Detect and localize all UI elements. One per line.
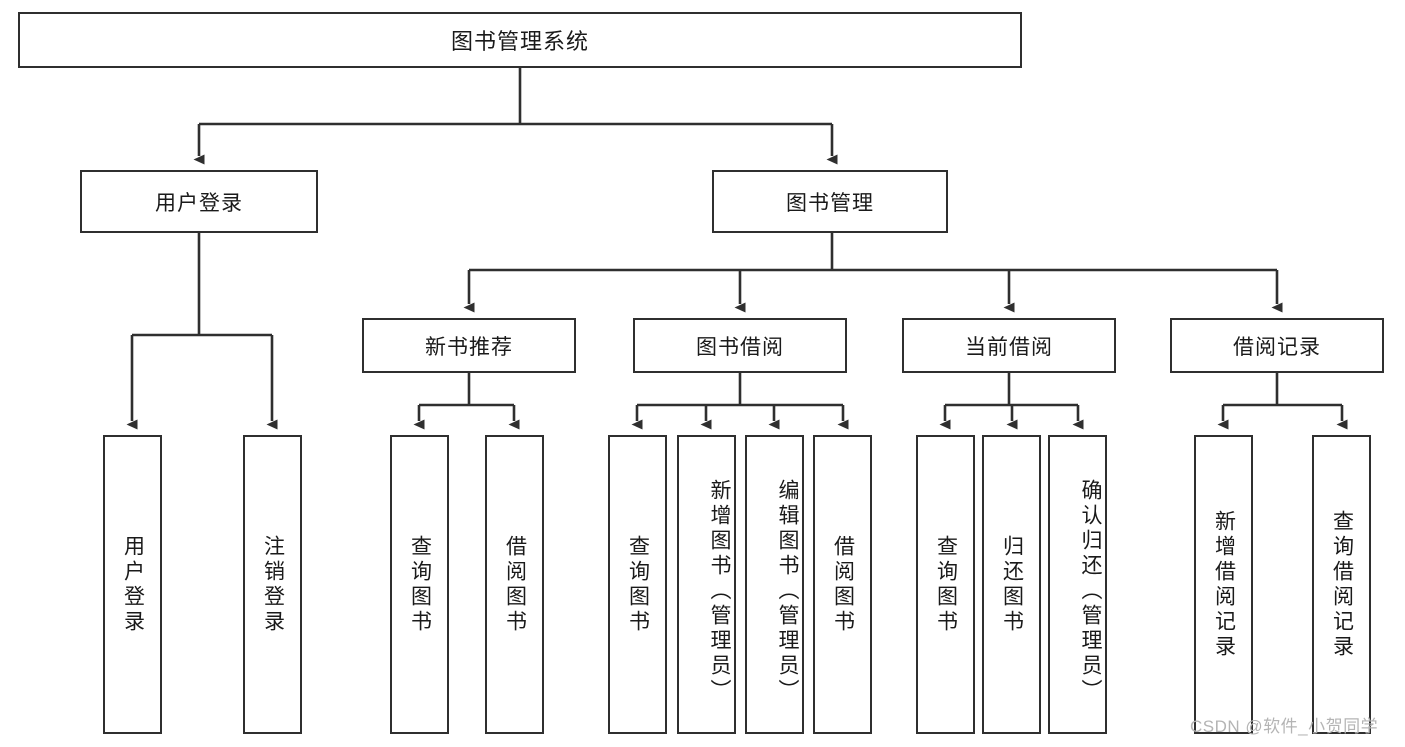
node-new-book-recommend[interactable]: 新书推荐 [362, 318, 576, 373]
node-label: 查询图书 [408, 534, 432, 635]
node-label: 用户登录 [121, 534, 145, 635]
node-label: 图书管理系统 [450, 29, 589, 54]
leaf-user-login-login[interactable]: 用户登录 [103, 435, 162, 734]
leaf-book-borrow-borrow-books[interactable]: 借阅图书 [813, 435, 872, 734]
node-root-book-management-system[interactable]: 图书管理系统 [18, 12, 1022, 68]
leaf-user-login-logout[interactable]: 注销登录 [243, 435, 302, 734]
leaf-borrow-record-add-record[interactable]: 新增借阅记录 [1194, 435, 1253, 734]
node-label: 新增借阅记录 [1212, 509, 1236, 660]
node-label: 查询图书 [934, 534, 958, 635]
leaf-borrow-record-query-record[interactable]: 查询借阅记录 [1312, 435, 1371, 734]
node-label: 用户登录 [155, 191, 243, 215]
node-label: 编辑图书（管理员） [776, 479, 799, 704]
node-current-borrow[interactable]: 当前借阅 [902, 318, 1116, 373]
node-label: 新书推荐 [425, 335, 513, 359]
node-label: 借阅图书 [831, 534, 855, 635]
node-label: 查询图书 [626, 534, 650, 635]
node-book-borrow[interactable]: 图书借阅 [633, 318, 847, 373]
node-book-management[interactable]: 图书管理 [712, 170, 948, 233]
watermark-text: CSDN @软件_小贺同学 [1190, 717, 1379, 736]
leaf-new-book-borrow-books[interactable]: 借阅图书 [485, 435, 544, 734]
node-borrow-record[interactable]: 借阅记录 [1170, 318, 1384, 373]
node-label: 确认归还（管理员） [1079, 479, 1102, 704]
leaf-current-borrow-query-books[interactable]: 查询图书 [916, 435, 975, 734]
leaf-book-borrow-add-book-admin[interactable]: 新增图书（管理员） [677, 435, 736, 734]
node-label: 注销登录 [261, 534, 285, 635]
leaf-current-borrow-return-books[interactable]: 归还图书 [982, 435, 1041, 734]
node-label: 当前借阅 [965, 335, 1053, 359]
node-label: 图书借阅 [696, 335, 784, 359]
node-label: 图书管理 [786, 191, 874, 215]
node-label: 借阅记录 [1233, 335, 1321, 359]
node-label: 新增图书（管理员） [708, 479, 731, 704]
leaf-book-borrow-query-books[interactable]: 查询图书 [608, 435, 667, 734]
node-label: 查询借阅记录 [1330, 509, 1354, 660]
node-label: 归还图书 [1000, 534, 1024, 635]
leaf-new-book-query-books[interactable]: 查询图书 [390, 435, 449, 734]
leaf-current-borrow-confirm-return-admin[interactable]: 确认归还（管理员） [1048, 435, 1107, 734]
leaf-book-borrow-edit-book-admin[interactable]: 编辑图书（管理员） [745, 435, 804, 734]
node-user-login[interactable]: 用户登录 [80, 170, 318, 233]
node-label: 借阅图书 [503, 534, 527, 635]
